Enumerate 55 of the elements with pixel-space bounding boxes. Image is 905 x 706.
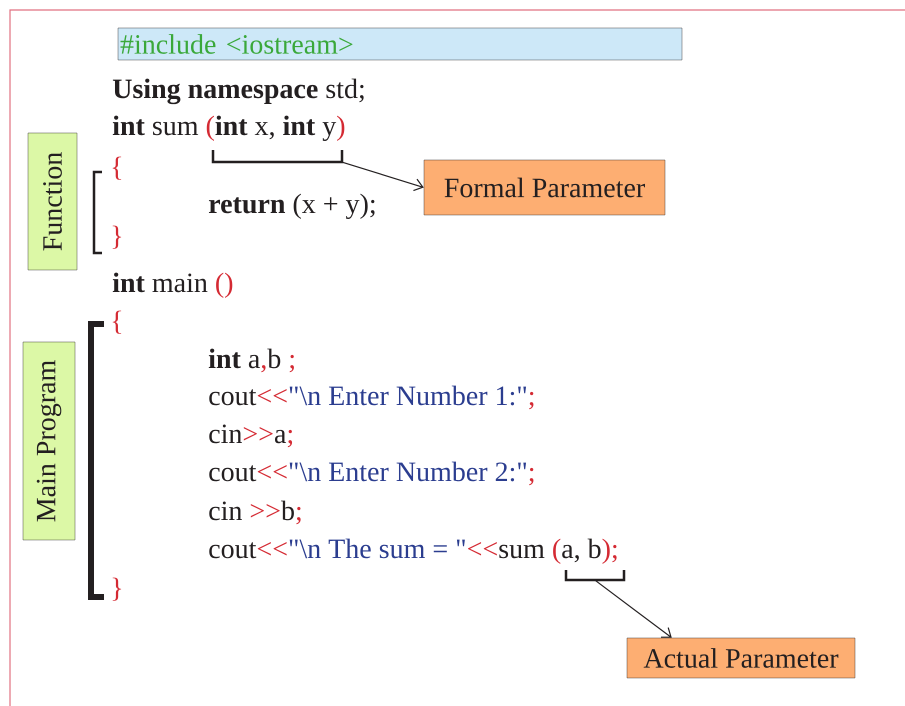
label: <<	[258, 464, 287, 478]
label: (	[206, 116, 214, 141]
label: ;	[288, 430, 292, 448]
callout-box: Formal Parameter	[424, 160, 666, 216]
label: )	[337, 116, 344, 141]
code-line: }	[112, 226, 122, 249]
code-line: cout<<"\n Enter Number 1:";	[209, 386, 534, 410]
label: cin	[209, 424, 242, 444]
label: <<	[468, 542, 497, 556]
underbrace	[564, 570, 626, 582]
label: "\n Enter Number 1:"	[290, 386, 526, 406]
label: >>	[244, 426, 273, 440]
label: );	[602, 538, 617, 564]
label: ;	[529, 468, 534, 486]
code-line: cin >>b;	[209, 500, 301, 524]
underbrace	[212, 150, 344, 164]
label: ;	[529, 392, 534, 410]
label: ;	[290, 354, 294, 372]
label: >>	[250, 504, 280, 518]
code-line: cout<<"\n The sum = "<<sum (a, b);	[209, 538, 617, 564]
label: a, b	[562, 538, 601, 562]
code-line: {	[112, 310, 122, 334]
code-line: }	[112, 578, 122, 601]
code-line: Using namespace std;	[112, 78, 364, 104]
section-label: Main Program	[22, 342, 76, 540]
label: <<	[258, 542, 287, 556]
label: <<	[258, 388, 287, 402]
arrow	[342, 162, 424, 192]
callout-box: Actual Parameter	[626, 638, 856, 678]
code-line: int sum (int x, int y)	[112, 116, 344, 142]
label: cout	[209, 542, 256, 558]
code-line: cout<<"\n Enter Number 2:";	[209, 462, 534, 486]
label: b	[280, 500, 294, 520]
header-box: #include <iostream>	[118, 28, 682, 60]
label: int a	[208, 348, 260, 368]
label: "\n Enter Number 2:"	[290, 462, 526, 482]
label: "\n The sum = "	[290, 538, 465, 558]
label: int sum	[112, 116, 198, 136]
label: (	[553, 538, 560, 564]
label: ,	[261, 365, 266, 372]
label: cout	[209, 465, 256, 482]
label: ;	[296, 506, 301, 524]
label: int x, int y	[215, 116, 336, 142]
code-line: return (x + y);	[208, 194, 375, 220]
section-label: Function	[28, 132, 78, 270]
code-line: int main ()	[112, 272, 232, 298]
code-line: int a,b ;	[208, 348, 294, 372]
label: a	[274, 430, 286, 444]
label: cin	[209, 501, 242, 520]
code-line: cin>>a;	[209, 424, 292, 448]
label: b	[267, 348, 280, 368]
code-line: {	[112, 156, 122, 180]
label: sum	[499, 544, 544, 558]
arrow	[594, 580, 672, 638]
label: cout	[209, 389, 256, 406]
